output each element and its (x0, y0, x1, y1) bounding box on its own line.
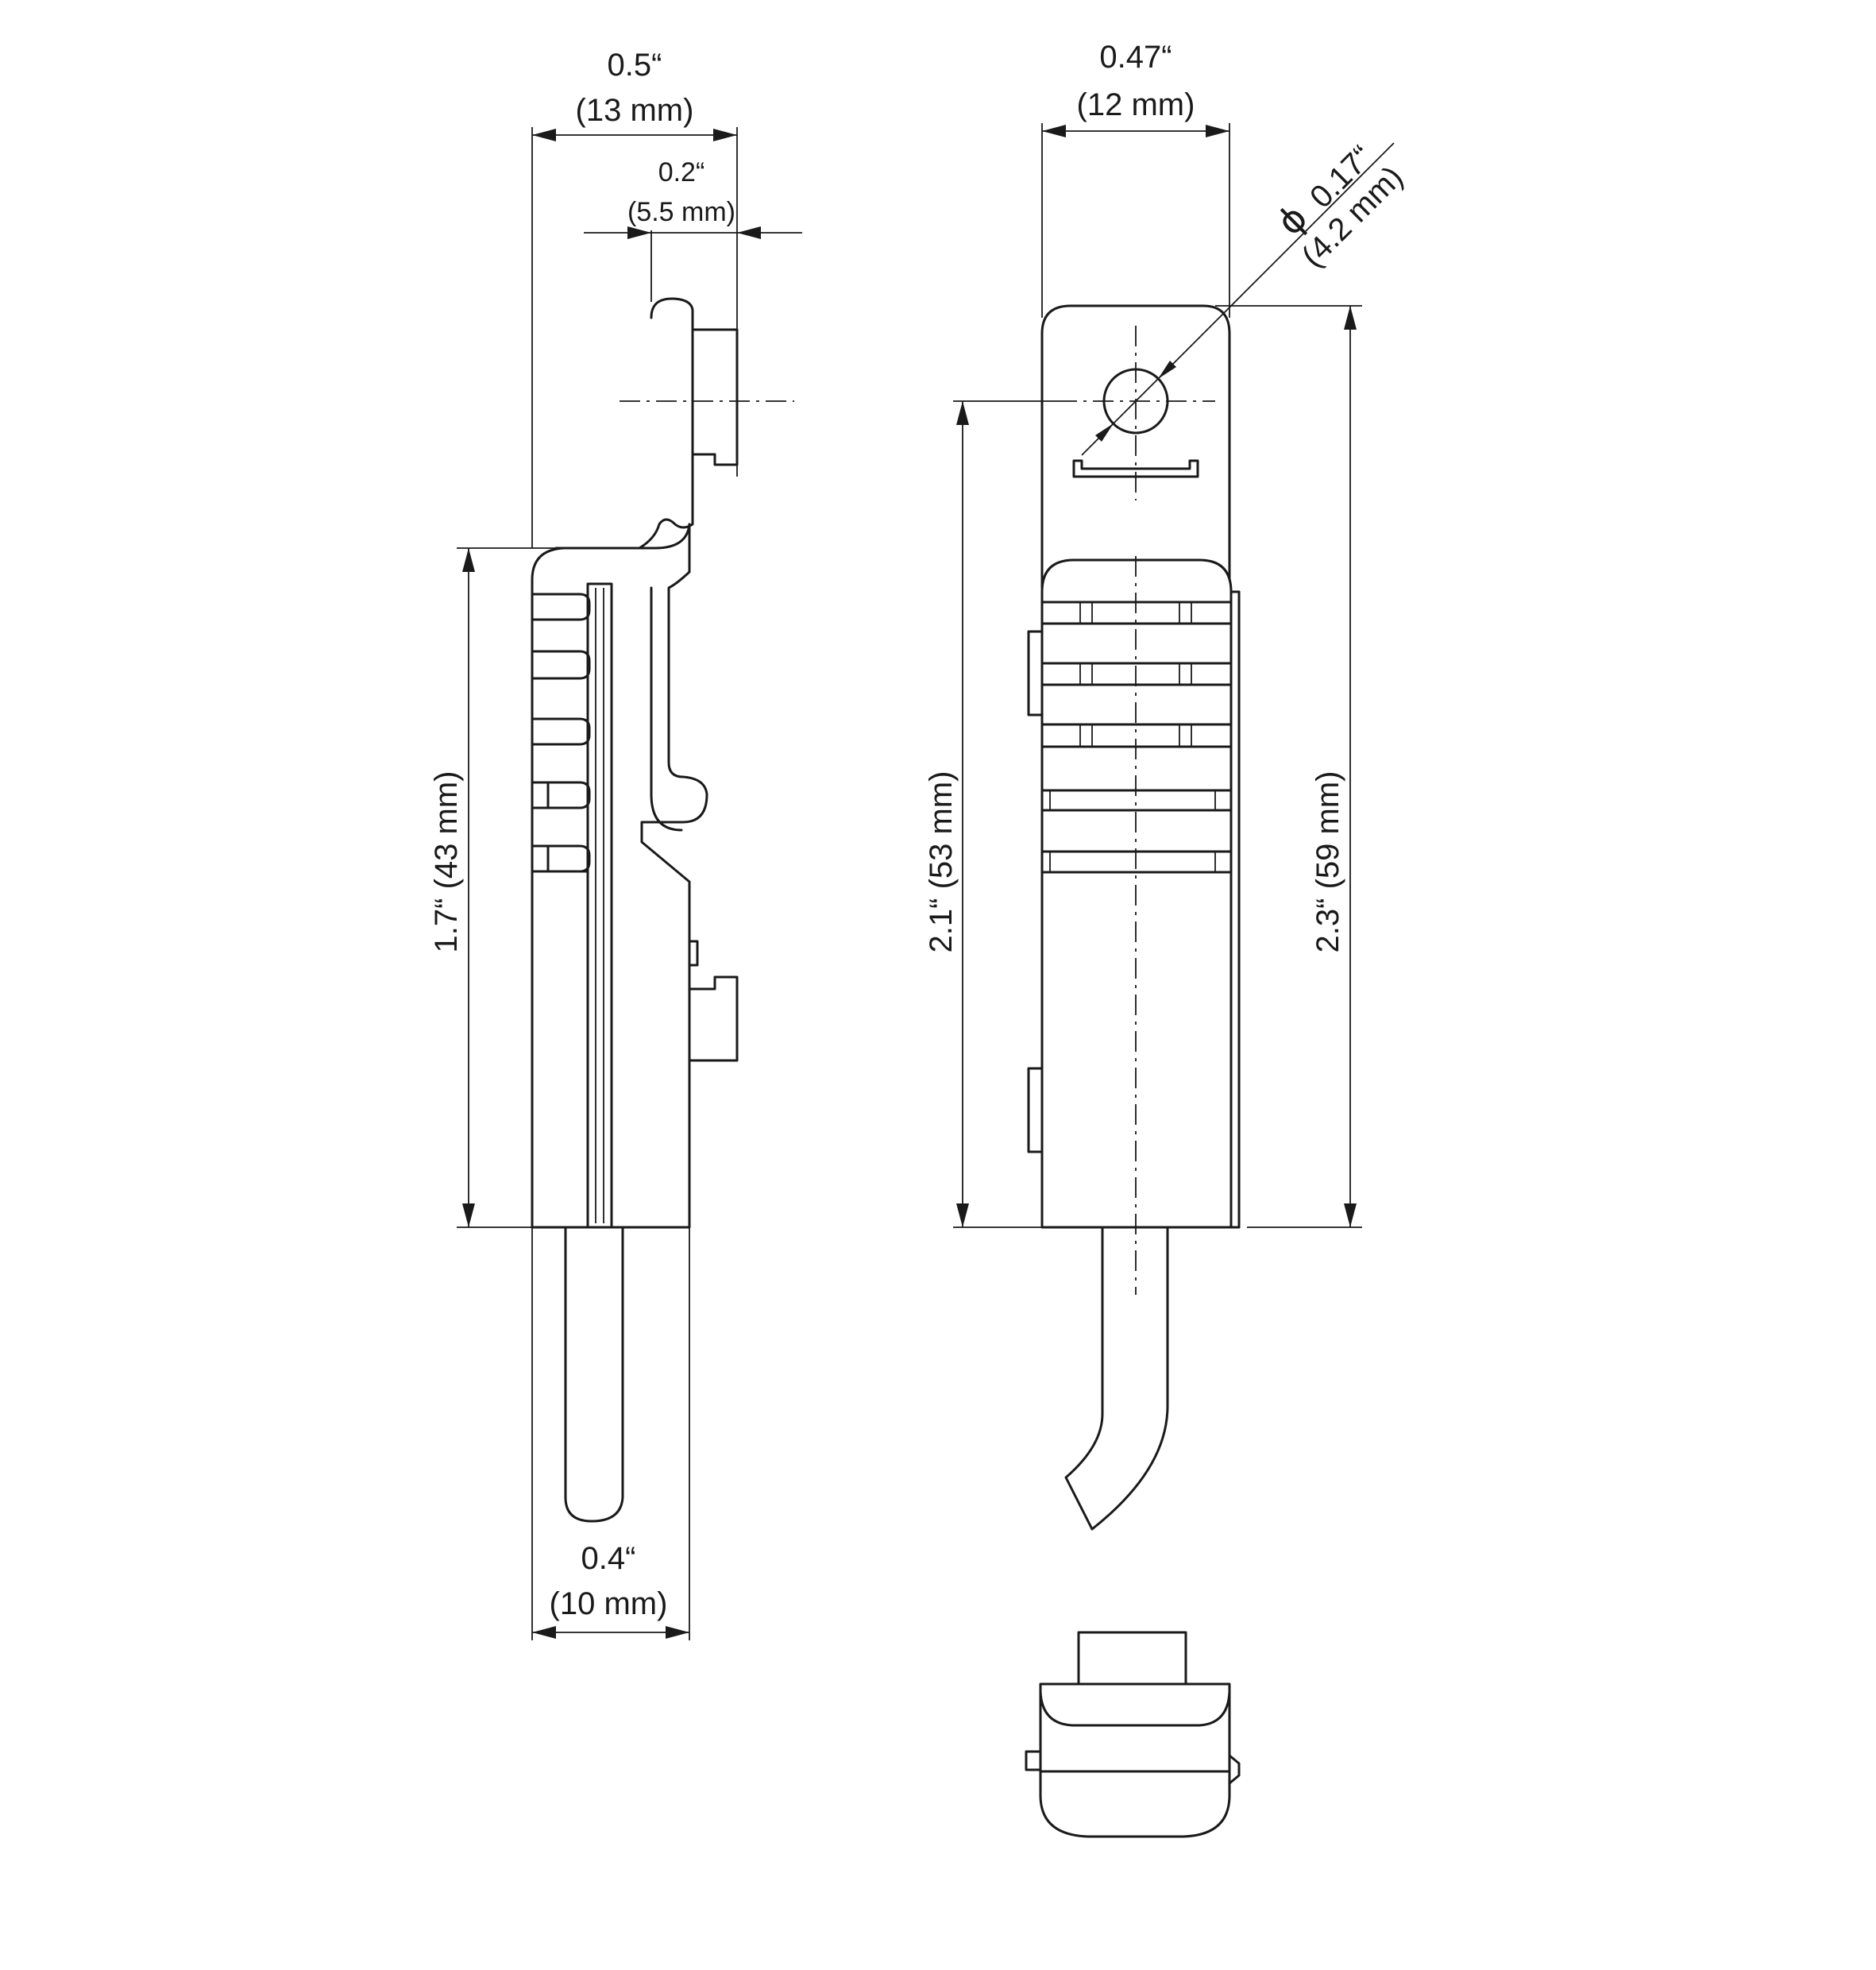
side-housing-body (531, 523, 739, 1229)
side-mounting-bracket (554, 297, 794, 550)
side-width-inch-label: 0.5“ (608, 48, 662, 83)
front-width-dimension: 0.47“ (12 mm) (1041, 40, 1230, 318)
front-cable (1064, 1226, 1169, 1531)
front-mounting-tab (1040, 304, 1231, 589)
hole-to-bottom-dimension: 2.1“ (53 mm) (924, 400, 1056, 1228)
side-width-dimension: 0.5“ (13 mm) (531, 48, 738, 548)
front-width-mm-label: (12 mm) (1077, 87, 1195, 122)
cable-width-inch-label: 0.4“ (581, 1541, 636, 1576)
front-width-inch-label: 0.47“ (1099, 40, 1172, 75)
hole-diameter-dimension: ϕ 0.17“ (4.2 mm) (1081, 139, 1410, 456)
side-height-dimension: 1.7“ (43 mm) (429, 547, 588, 1228)
cable-width-mm-label: (10 mm) (550, 1586, 668, 1621)
front-view: 0.47“ (12 mm) ϕ 0.17“ (4.2 mm) (924, 40, 1410, 1531)
side-width-mm-label: (13 mm) (576, 93, 694, 128)
side-offset-inch-label: 0.2“ (658, 157, 705, 187)
front-housing (1027, 556, 1241, 1295)
side-view: 0.5“ (13 mm) 0.2“ (5.5 mm) (429, 48, 802, 1640)
side-height-label: 1.7“ (43 mm) (429, 771, 464, 953)
top-view (1025, 1631, 1241, 1838)
side-cable-width-dimension: 0.4“ (10 mm) (532, 1541, 689, 1639)
side-offset-mm-label: (5.5 mm) (627, 197, 735, 227)
overall-height-label: 2.3“ (59 mm) (1310, 771, 1345, 953)
side-offset-dimension: 0.2“ (5.5 mm) (584, 157, 802, 302)
overall-height-dimension: 2.3“ (59 mm) (1215, 305, 1362, 1228)
front-vent-slots (1040, 601, 1231, 874)
side-cable (531, 1226, 690, 1640)
hole-to-bottom-label: 2.1“ (53 mm) (924, 771, 959, 953)
